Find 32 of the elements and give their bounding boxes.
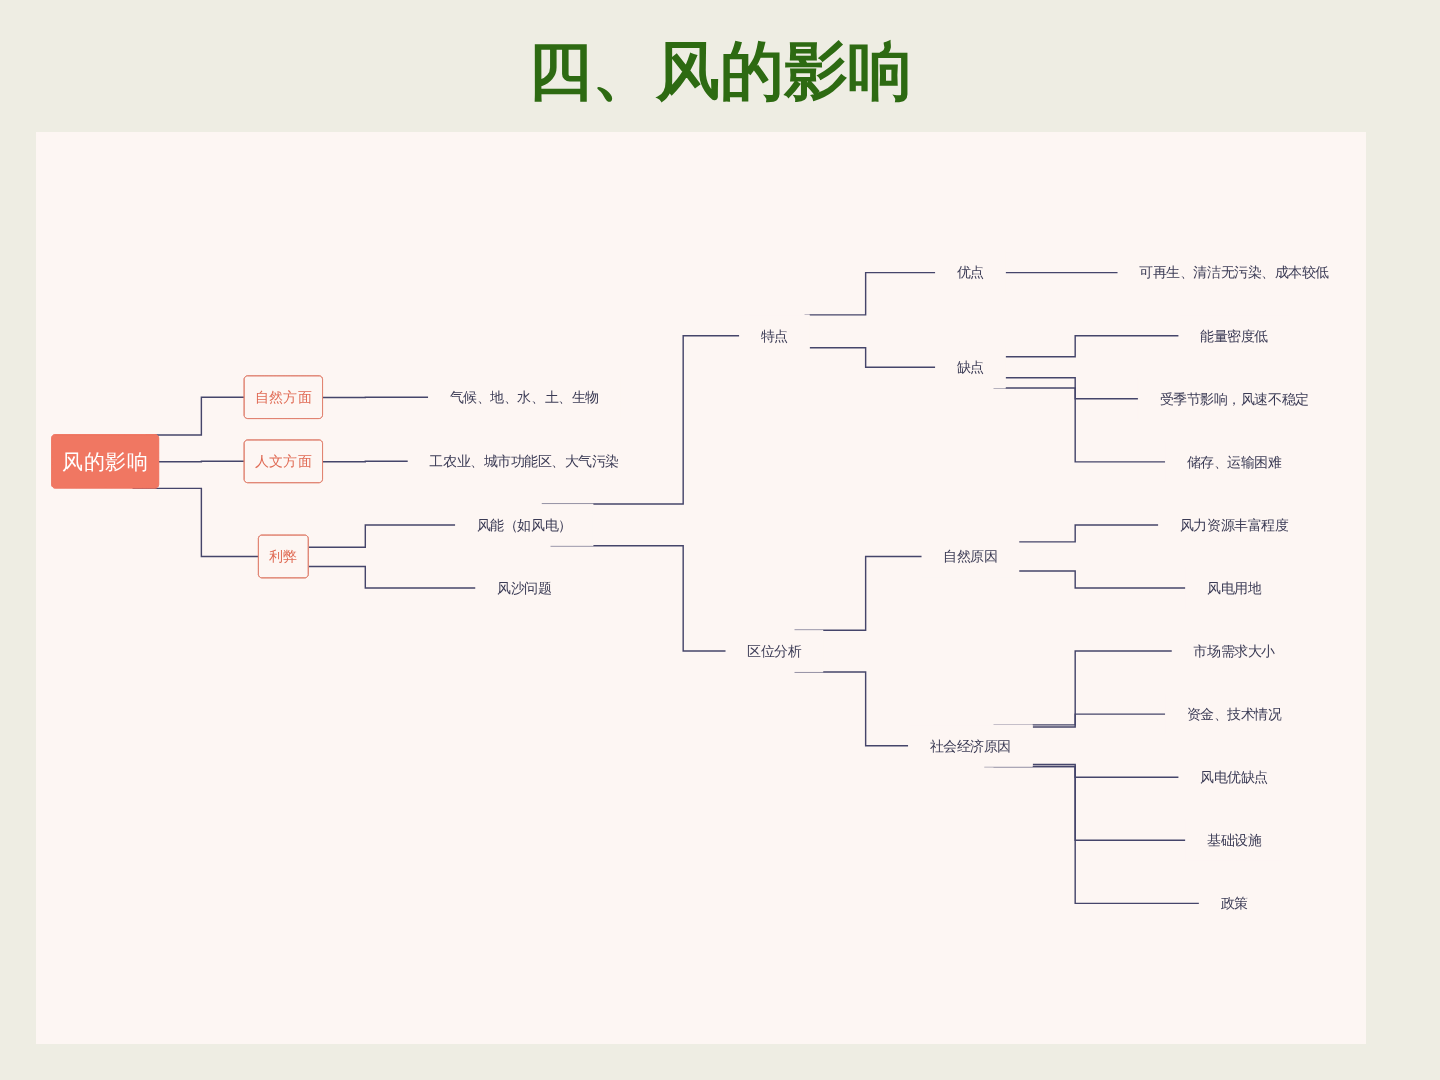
connector <box>158 460 246 463</box>
node-text: 特点 <box>760 327 788 344</box>
connector <box>307 565 477 589</box>
node-text: 储存、运输困难 <box>1186 453 1282 470</box>
node-text: 缺点 <box>956 359 984 375</box>
node-text: 风电优缺点 <box>1200 769 1268 785</box>
node-text: 市场需求大小 <box>1193 643 1275 659</box>
connector <box>1004 334 1180 358</box>
node-text: 风力资源丰富程度 <box>1179 516 1289 533</box>
node-text: 政策 <box>1220 895 1248 912</box>
connector <box>1004 271 1119 274</box>
node-text: 资金、技术情况 <box>1186 706 1282 722</box>
connector <box>1018 524 1160 543</box>
node-text: 气候、地、水、土、生物 <box>449 389 599 405</box>
node-text: 风电用地 <box>1207 579 1262 596</box>
node-text: 工农业、城市功能区、大气污染 <box>429 453 620 469</box>
node-text: 风沙问题 <box>497 579 552 596</box>
node-text: 自然原因 <box>943 548 998 565</box>
node-text: 优点 <box>956 264 984 281</box>
node-text: 受季节影响，风速不稳定 <box>1159 390 1309 407</box>
node-text: 能量密度低 <box>1200 327 1268 344</box>
slide-title: 四、风的影响 <box>527 33 913 110</box>
node-text: 基础设施 <box>1207 832 1262 848</box>
connector <box>307 524 457 548</box>
connector <box>1031 713 1167 728</box>
connector <box>1031 763 1180 778</box>
connector <box>322 396 430 399</box>
node-text: 可再生、清洁无污染、成本较低 <box>1139 264 1329 281</box>
connector <box>808 347 937 368</box>
connector <box>1018 570 1187 589</box>
connector <box>322 460 409 463</box>
connector <box>1004 377 1139 400</box>
